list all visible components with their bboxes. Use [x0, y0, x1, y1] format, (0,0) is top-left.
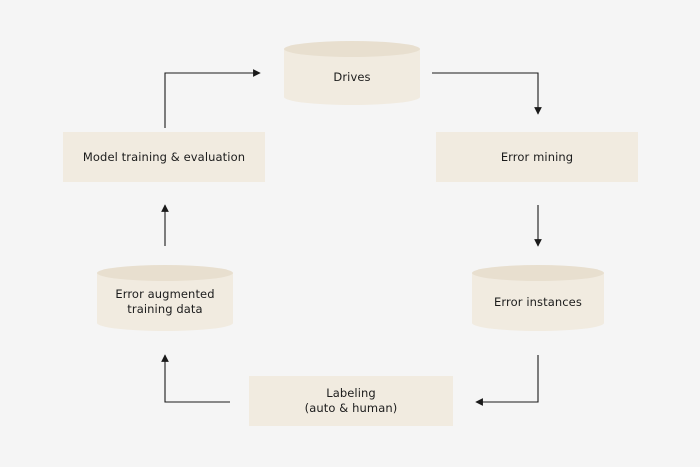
node-label-drives: Drives	[333, 69, 371, 84]
node-label-error-augmented: Error augmented training data	[115, 287, 215, 316]
cylinder-shape	[284, 41, 420, 105]
edge-labeling-to-error-augmented	[161, 354, 230, 403]
node-label-error-mining: Error mining	[500, 149, 574, 164]
edge-model-training-to-drives	[164, 69, 261, 128]
node-label-labeling: Labeling (auto & human)	[304, 386, 398, 415]
node-label-model-training: Model training & evaluation	[82, 149, 246, 164]
cylinder-shape	[97, 265, 233, 331]
node-error-augmented-training-data: Error augmented training data	[97, 265, 233, 331]
node-model-training-evaluation: Model training & evaluation	[63, 132, 265, 182]
edge-error-instances-to-labeling	[475, 355, 539, 406]
edge-drives-to-error-mining	[432, 72, 542, 115]
node-labeling: Labeling (auto & human)	[249, 376, 453, 426]
node-label-error-instances: Error instances	[494, 294, 582, 309]
node-drives: Drives	[284, 41, 420, 105]
cylinder-shape	[472, 265, 604, 331]
node-error-instances: Error instances	[472, 265, 604, 331]
node-error-mining: Error mining	[436, 132, 638, 182]
